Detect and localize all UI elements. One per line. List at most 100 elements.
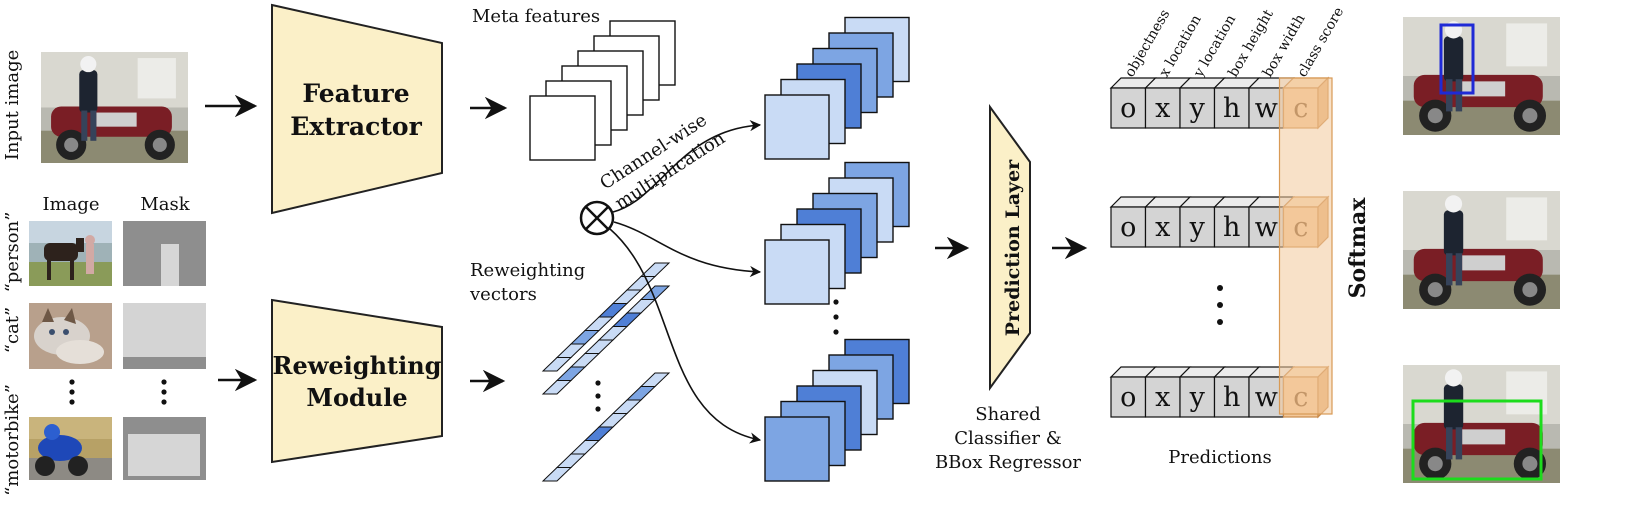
vector-segment — [639, 285, 671, 300]
support-image-motorbike — [29, 417, 112, 480]
reweighting-module-line2: Module — [306, 383, 407, 412]
support-image-cat — [29, 303, 112, 369]
reweighting-vector — [541, 262, 671, 372]
output-image-person — [1403, 17, 1560, 135]
prediction-layer-box: Prediction Layer — [989, 103, 1031, 392]
curve-to-stack-2 — [613, 221, 762, 278]
prediction-cell-label: x — [1155, 93, 1170, 124]
reweighted-feature-map — [764, 94, 830, 160]
reweighting-vector — [541, 372, 671, 482]
prediction-cell — [1179, 206, 1216, 248]
vector-segment — [569, 330, 601, 345]
reweighting-vectors — [541, 262, 671, 482]
reweighted-feature-stack — [764, 338, 910, 482]
support-mask-person — [123, 221, 206, 286]
prediction-cell-label: y — [1189, 93, 1206, 124]
output-image-plain — [1403, 191, 1560, 309]
prediction-cell-label: o — [1120, 382, 1136, 413]
prediction-cell-label: o — [1120, 212, 1136, 243]
vector-segment — [611, 289, 643, 304]
vector-segment — [541, 357, 573, 372]
class-label-motorbike: “motorbike” — [2, 384, 23, 496]
vector-segment — [625, 386, 657, 401]
vector-segment — [583, 339, 615, 354]
softmax-label: Softmax — [1345, 197, 1371, 299]
reweighted-feature-stack — [764, 161, 910, 305]
prediction-cell-label: w — [1255, 212, 1278, 243]
predictions-ellipsis — [1217, 285, 1223, 325]
feature-extractor-line2: Extractor — [290, 112, 422, 141]
input-image-label: Input image — [2, 50, 23, 161]
support-image-column-header: Image — [42, 194, 99, 215]
vector-segment — [541, 380, 573, 395]
feature-extractor-line1: Feature — [302, 79, 409, 108]
vector-segment — [569, 440, 601, 455]
vector-segment — [597, 303, 629, 318]
curve-to-stack-1 — [612, 120, 762, 213]
prediction-cell-label: h — [1223, 93, 1240, 124]
prediction-cell-label: x — [1155, 382, 1170, 413]
support-ellipsis-image — [69, 379, 75, 405]
multiplication-operator — [579, 200, 615, 236]
prediction-cell-label: h — [1223, 212, 1240, 243]
prediction-cell-label: w — [1255, 93, 1278, 124]
vector-segment — [639, 372, 671, 387]
prediction-column-header: class score — [1294, 5, 1347, 80]
prediction-caption-line2: Classifier & — [954, 428, 1062, 449]
prediction-cell — [1179, 87, 1216, 129]
vector-segment — [555, 453, 587, 468]
support-mask-motorbike — [123, 417, 206, 480]
vector-segment — [639, 262, 671, 277]
meta-features-label: Meta features — [472, 6, 600, 27]
prediction-cell — [1248, 376, 1285, 418]
support-mask-column-header: Mask — [140, 194, 190, 215]
feature-extractor-box: Feature Extractor — [271, 3, 443, 215]
vector-segment — [611, 312, 643, 327]
curve-to-stack-3 — [609, 228, 762, 444]
support-mask-cat — [123, 303, 206, 369]
vectors-ellipsis — [595, 380, 601, 412]
prediction-cell — [1213, 87, 1250, 129]
prediction-cell-label: x — [1155, 212, 1170, 243]
vector-segment — [583, 316, 615, 331]
reweighted-feature-stacks — [764, 16, 910, 482]
support-ellipsis-mask — [161, 379, 167, 405]
class-score-highlight — [1278, 77, 1333, 415]
reweighting-module-box: Reweighting Module — [271, 298, 443, 464]
vector-segment — [555, 366, 587, 381]
prediction-caption-line3: BBox Regressor — [935, 452, 1081, 473]
output-image-motorbike — [1403, 365, 1560, 483]
support-image-person — [29, 221, 112, 286]
prediction-cell — [1213, 206, 1250, 248]
prediction-cell-label: h — [1223, 382, 1240, 413]
reweighting-vectors-label-line2: vectors — [469, 284, 537, 305]
class-label-cat: “cat” — [2, 307, 23, 353]
prediction-rows: oxyhwcoxyhwcoxyhwc — [1109, 76, 1333, 419]
reweighted-feature-map — [764, 239, 830, 305]
vector-segment — [569, 353, 601, 368]
stacks-ellipsis — [833, 299, 839, 335]
prediction-cell — [1144, 376, 1181, 418]
input-image — [41, 52, 188, 163]
reweighting-vectors-label-line1: Reweighting — [470, 260, 585, 281]
class-label-person: “person” — [2, 212, 23, 293]
vector-segment — [583, 426, 615, 441]
prediction-cell-label: o — [1120, 93, 1136, 124]
prediction-cell — [1213, 376, 1250, 418]
prediction-cell — [1248, 206, 1285, 248]
vector-segment — [597, 326, 629, 341]
predictions-caption: Predictions — [1168, 447, 1271, 468]
vector-segment — [541, 467, 573, 482]
prediction-cell — [1144, 206, 1181, 248]
vector-segment — [611, 399, 643, 414]
prediction-cell — [1110, 206, 1147, 248]
meta-features-stack — [529, 20, 676, 161]
prediction-cell — [1179, 376, 1216, 418]
reweighting-vector — [541, 285, 671, 395]
prediction-cell — [1110, 376, 1147, 418]
bbox-person — [1439, 23, 1475, 95]
prediction-cell — [1110, 87, 1147, 129]
reweighting-module-line1: Reweighting — [273, 351, 442, 380]
